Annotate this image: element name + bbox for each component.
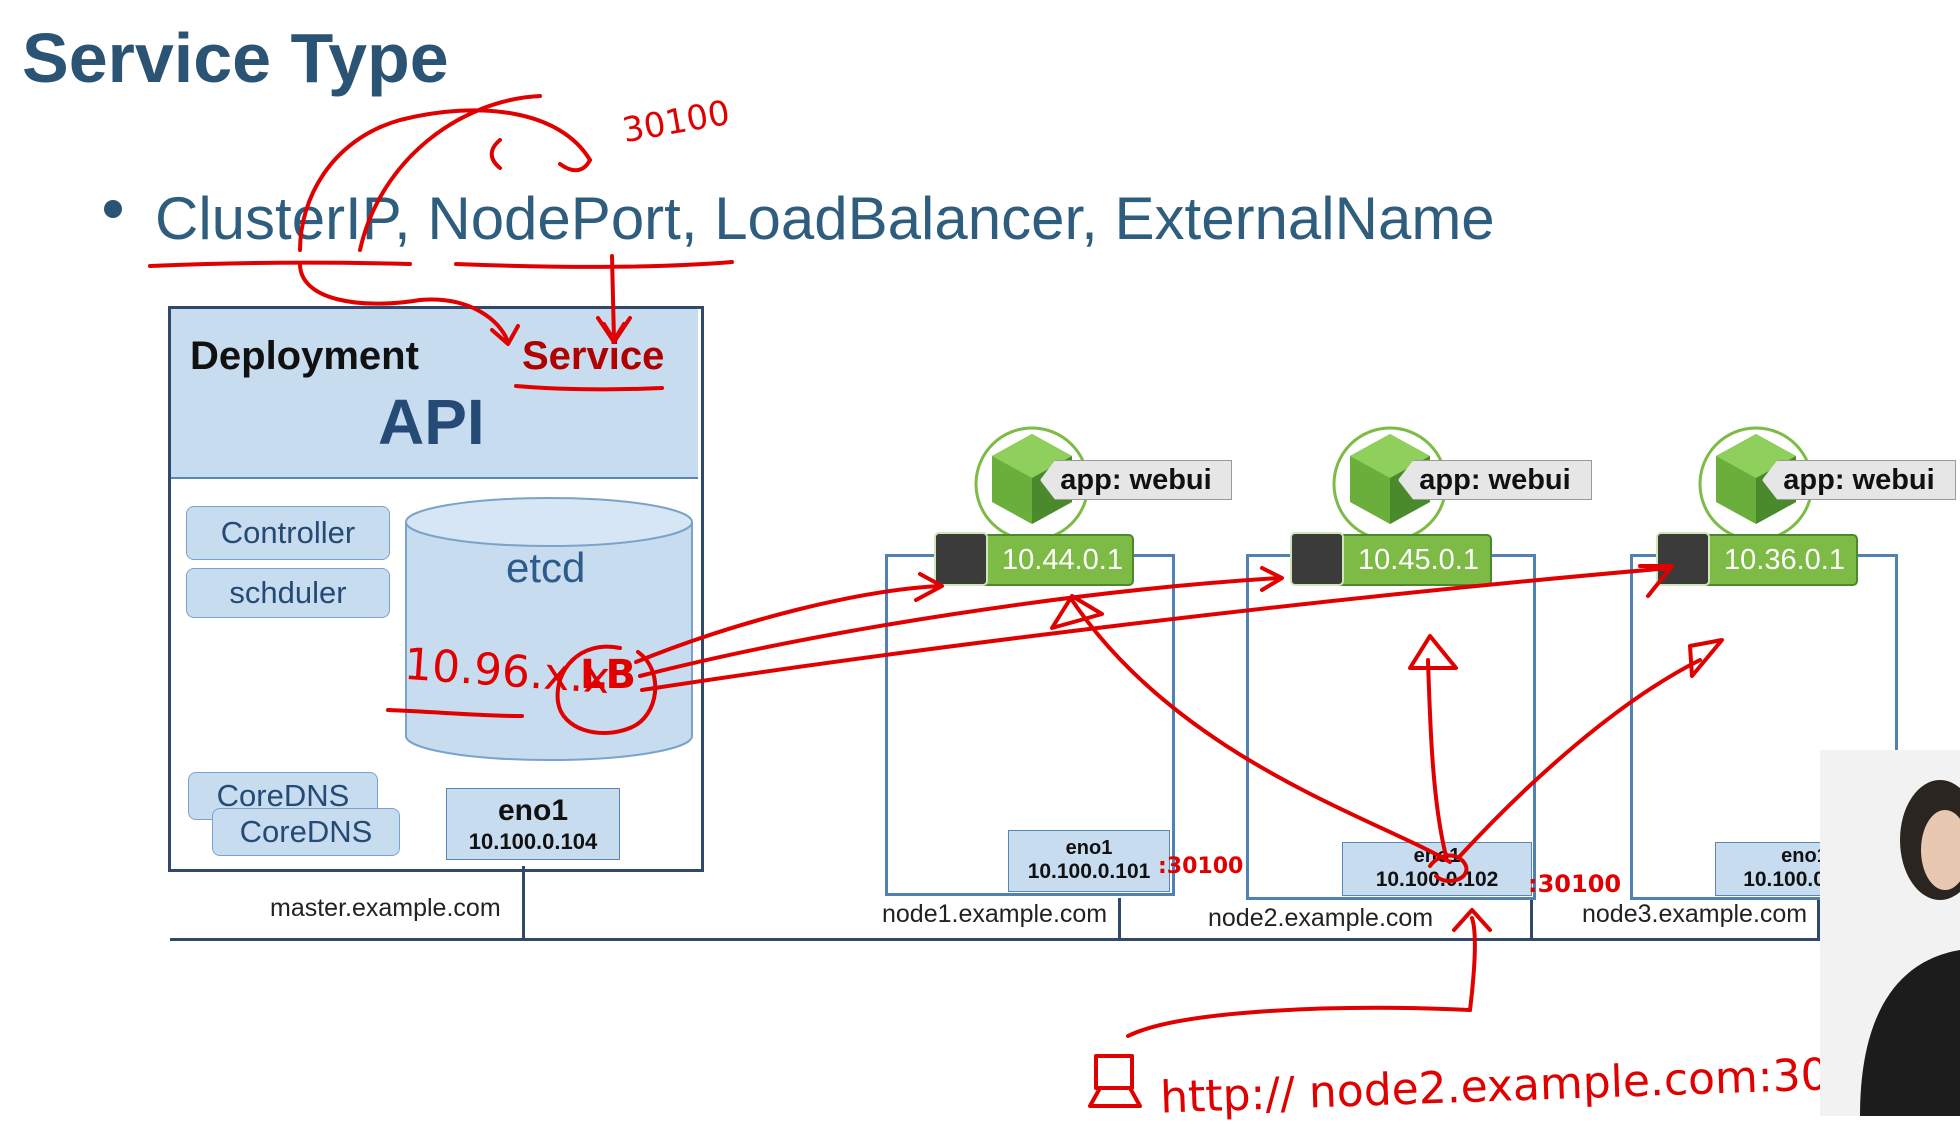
pod1-label-tag: app: webui: [1040, 460, 1232, 500]
node2-eno-name: eno1: [1413, 845, 1461, 868]
master-eno-ip: 10.100.0.104: [468, 828, 598, 854]
node1-eno-name: eno1: [1065, 837, 1113, 860]
node1-eno-box: eno1 10.100.0.101: [1008, 830, 1170, 892]
controller-box: Controller: [186, 506, 390, 560]
node3-link: [1817, 898, 1820, 938]
node2-link: [1530, 898, 1533, 938]
node1-hostname: node1.example.com: [882, 900, 1108, 928]
presenter-video-overlay: [1820, 750, 1960, 1116]
network-bus: [170, 938, 1960, 941]
type-loadbalancer: LoadBalancer: [714, 185, 1082, 252]
annotation-port-node2: :30100: [1528, 870, 1622, 898]
annotation-url: http:// node2.example.com:3010: [1159, 1047, 1886, 1124]
annotation-lb: LB: [580, 652, 636, 698]
node1-eno-ip: 10.100.0.101: [1027, 860, 1151, 884]
scheduler-box: schduler: [186, 568, 390, 618]
etcd-cylinder: [405, 497, 693, 761]
annotation-nodeport-number: 30100: [619, 92, 733, 152]
pod3-ethernet-icon: [1656, 532, 1710, 586]
pod2-label-tag: app: webui: [1398, 460, 1592, 500]
coredns-box-2: CoreDNS: [212, 808, 400, 856]
master-eno-name: eno1: [497, 794, 569, 828]
type-nodeport: NodePort: [427, 185, 681, 252]
deployment-label: Deployment: [190, 334, 419, 378]
master-hostname: master.example.com: [270, 894, 501, 922]
type-clusterip: ClusterIP: [155, 185, 395, 252]
pod2-ethernet-icon: [1290, 532, 1344, 586]
node3-hostname: node3.example.com: [1582, 900, 1808, 928]
pod1-ip: 10.44.0.1: [1002, 543, 1123, 576]
pod2-ip: 10.45.0.1: [1358, 543, 1479, 576]
annotation-port-node1: :30100: [1158, 854, 1244, 879]
node3-eno-name: eno1: [1781, 845, 1828, 868]
slide-title: Service Type: [22, 19, 449, 97]
pod3-label-tag: app: webui: [1762, 460, 1956, 500]
node2-hostname: node2.example.com: [1208, 904, 1434, 932]
pod1-ethernet-icon: [934, 532, 988, 586]
etcd-label: etcd: [506, 544, 586, 591]
master-link: [522, 866, 525, 938]
master-eno-box: eno1 10.100.0.104: [446, 788, 620, 860]
type-externalname: ExternalName: [1114, 185, 1495, 252]
bullet-dot: [104, 200, 122, 218]
service-label: Service: [522, 334, 665, 378]
api-label: API: [378, 386, 485, 458]
node2-eno-box: eno1 10.100.0.102: [1342, 842, 1532, 896]
node2-eno-ip: 10.100.0.102: [1375, 868, 1499, 892]
pod3-ip: 10.36.0.1: [1724, 543, 1845, 576]
node1-link: [1118, 898, 1121, 938]
service-type-list: ClusterIP, NodePort, LoadBalancer, Exter…: [155, 185, 1495, 252]
